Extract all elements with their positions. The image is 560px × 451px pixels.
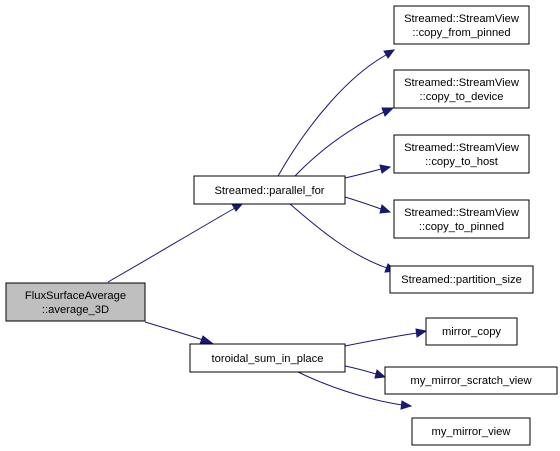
node-label-line-1: Streamed::StreamView xyxy=(404,13,520,25)
edge-toroidal-sum-to-mirror-copy xyxy=(339,332,418,348)
edge-parallel-for-to-copy-to-device xyxy=(294,111,385,177)
node-label: my_mirror_scratch_view xyxy=(410,375,532,387)
edge-toroidal-sum-to-mirror-scratch-view-arrowhead xyxy=(374,369,387,379)
node-label-line-2: ::copy_to_device xyxy=(420,91,504,103)
edge-parallel-for-to-copy-from-pinned xyxy=(277,54,387,177)
node-label: mirror_copy xyxy=(442,326,501,338)
node-copy-to-device[interactable]: Streamed::StreamView ::copy_to_device xyxy=(393,69,530,109)
node-label-line-2: ::average_3D xyxy=(42,304,109,316)
node-my-mirror-view[interactable]: my_mirror_view xyxy=(411,417,531,446)
node-box xyxy=(384,366,558,395)
node-root-average-3d[interactable]: FluxSurfaceAverage ::average_3D xyxy=(5,282,146,322)
node-label-line-1: Streamed::StreamView xyxy=(404,207,520,219)
node-parallel-for[interactable]: Streamed::parallel_for xyxy=(193,175,346,205)
edge-parallel-for-to-copy-to-host xyxy=(344,168,382,179)
node-box xyxy=(393,134,530,174)
node-label-line-1: Streamed::StreamView xyxy=(404,77,520,89)
edge-parallel-for-to-copy-to-host-arrowhead xyxy=(379,164,392,174)
edge-toroidal-sum-to-mirror-scratch-view xyxy=(344,365,377,375)
edge-parallel-for-to-copy-to-device-arrowhead xyxy=(381,107,395,117)
node-label-line-2: ::copy_from_pinned xyxy=(412,27,510,39)
node-my-mirror-scratch-view[interactable]: my_mirror_scratch_view xyxy=(384,366,558,395)
edge-toroidal-sum-to-mirror-view-arrowhead xyxy=(400,400,413,410)
node-mirror-copy[interactable]: mirror_copy xyxy=(425,317,518,346)
node-box xyxy=(393,5,530,45)
node-label: Streamed::partition_size xyxy=(401,274,522,286)
edge-parallel-for-to-copy-from-pinned-arrowhead xyxy=(383,49,396,59)
node-copy-to-pinned[interactable]: Streamed::StreamView ::copy_to_pinned xyxy=(393,199,530,239)
node-copy-to-host[interactable]: Streamed::StreamView ::copy_to_host xyxy=(393,134,530,174)
node-label: toroidal_sum_in_place xyxy=(212,353,324,365)
edge-root-to-toroidal-sum xyxy=(144,321,204,341)
node-box xyxy=(389,265,534,294)
node-box xyxy=(393,69,530,109)
edge-parallel-for-to-copy-to-pinned xyxy=(344,196,382,210)
node-label: my_mirror_view xyxy=(432,426,512,438)
node-box xyxy=(393,199,530,239)
node-box xyxy=(425,317,518,346)
node-box xyxy=(5,282,146,322)
node-toroidal-sum-in-place[interactable]: toroidal_sum_in_place xyxy=(189,343,346,373)
node-partition-size[interactable]: Streamed::partition_size xyxy=(389,265,534,294)
node-label-line-2: ::copy_to_host xyxy=(425,156,499,168)
edge-parallel-for-to-copy-to-pinned-arrowhead xyxy=(379,204,392,214)
node-box xyxy=(193,175,346,205)
node-label-line-2: ::copy_to_pinned xyxy=(419,221,504,233)
edge-toroidal-sum-to-mirror-view xyxy=(295,370,403,406)
edges xyxy=(107,49,428,410)
node-box xyxy=(189,343,346,373)
node-box xyxy=(411,417,531,446)
node-copy-from-pinned[interactable]: Streamed::StreamView ::copy_from_pinned xyxy=(393,5,530,45)
edge-root-to-parallel-for xyxy=(107,207,236,283)
node-label: Streamed::parallel_for xyxy=(214,185,324,197)
node-label-line-1: FluxSurfaceAverage xyxy=(25,290,126,302)
edge-parallel-for-to-partition-size xyxy=(289,203,388,269)
edge-root-to-toroidal-sum-arrowhead xyxy=(199,335,214,345)
node-label-line-1: Streamed::StreamView xyxy=(404,142,520,154)
edge-toroidal-sum-to-mirror-copy-arrowhead xyxy=(415,328,428,338)
